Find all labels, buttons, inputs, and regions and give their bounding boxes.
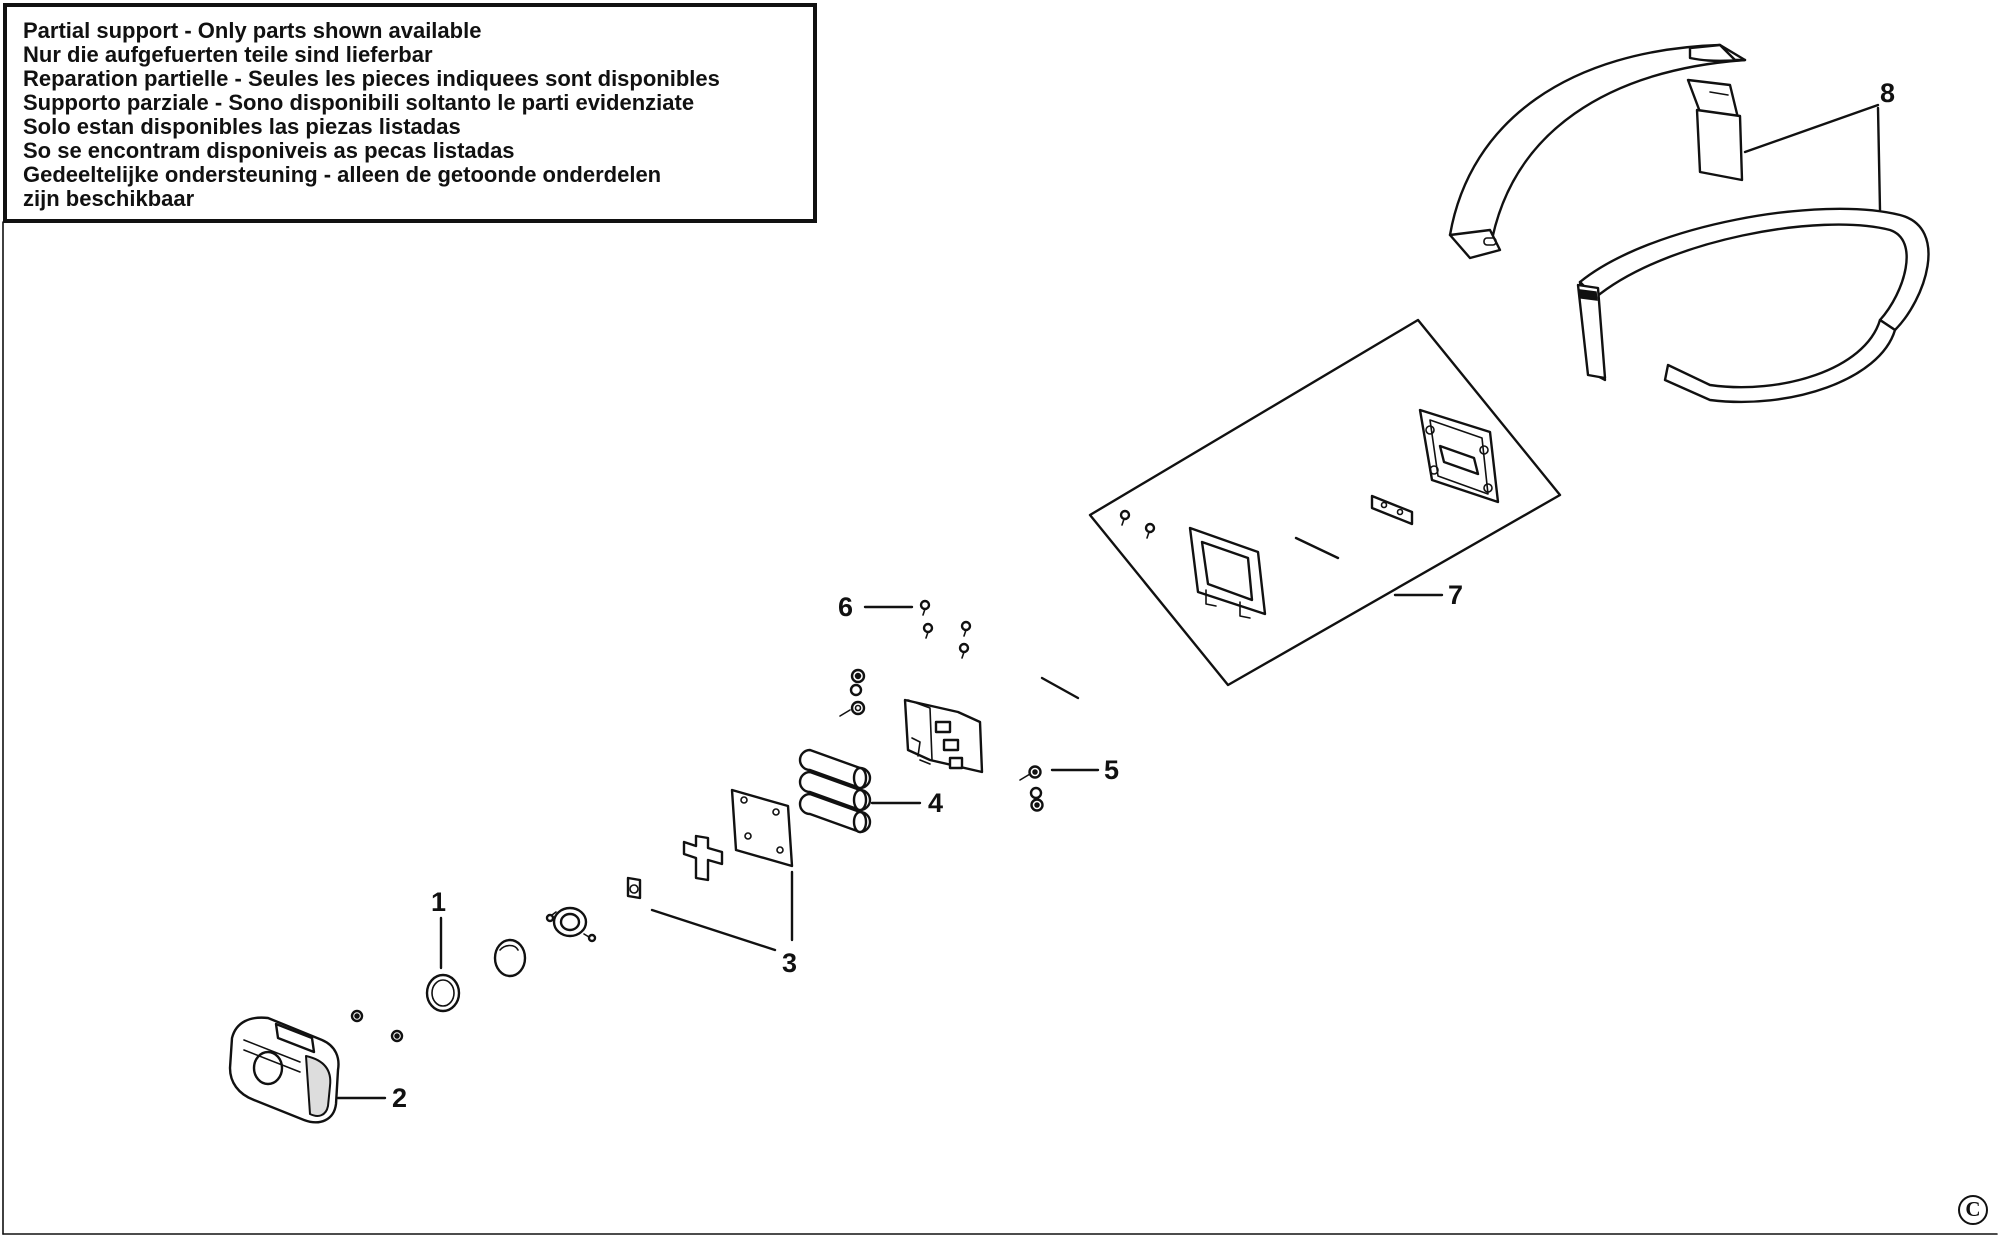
partial-support-notice: Partial support - Only parts shown avail… [3,3,817,223]
upper-buckle-detail [1709,91,1729,96]
callout-1: 1 [431,887,446,917]
screw-6a [919,599,931,616]
callout-8: 8 [1880,78,1895,108]
kit-7-outline-box [1088,318,1562,687]
battery-2 [798,770,872,812]
kit-screw-2 [1144,522,1156,539]
lens-holder [545,906,597,943]
notice-line-en: Partial support - Only parts shown avail… [23,18,482,43]
front-housing-lens-opening [252,1050,284,1086]
notice-line-pt: So se encontram disponiveis as pecas lis… [23,138,515,163]
housing-contact-3 [948,756,964,770]
notice-line-es: Solo estan disponibles las piezas listad… [23,114,461,139]
clip-hole-2 [1396,508,1404,516]
notice-line-de: Nur die aufgefuerten teile sind lieferba… [23,42,433,67]
back-plate-hole-3 [1429,465,1439,475]
battery-1 [798,748,872,790]
kit-screw-1 [1119,509,1131,526]
part-4-batteries [798,748,922,834]
back-plate-hole-4 [1483,483,1493,493]
leader-3-lower [650,908,777,952]
leader-8-upper [1743,103,1880,154]
housing-contact-1 [934,720,952,734]
lower-strap-back [1578,207,1930,332]
copyright-mark: C [1958,1195,1988,1225]
callout-3: 3 [782,948,797,978]
back-plate-inner [1429,419,1489,495]
frame-bracket-window [1200,540,1254,602]
frame-bracket-tab-left [1205,589,1217,607]
back-plate-slot [1438,444,1480,476]
screw-6d [958,642,970,659]
part-5-washers [1019,765,1100,812]
back-plate-hole-1 [1425,425,1435,435]
clip-piece [1370,494,1414,526]
upper-strap-end [1448,228,1502,260]
housing-fasteners [839,668,866,717]
battery-3 [798,792,872,834]
lower-strap-front [1663,318,1897,404]
part-1-o-ring [425,916,461,1013]
lower-buckle [1576,283,1607,380]
lower-buckle-clip [1579,289,1598,301]
lens [493,938,527,978]
clip-hole-1 [1380,501,1388,509]
upper-buckle-tab [1695,108,1744,182]
part-3-electronics [626,788,794,952]
frame-bracket-tab-right [1239,601,1251,619]
nut-b [849,683,863,697]
callout-4: 4 [928,788,943,818]
housing-pin [1040,676,1080,700]
screw-6c [960,620,972,637]
notice-line-nl-cont: zijn beschikbaar [23,186,195,211]
front-housing-side-grip [305,1055,332,1117]
washer-a [850,700,866,716]
battery-housing-edge [907,699,933,761]
leader-8-lower [1876,106,1882,212]
notice-line-it: Supporto parziale - Sono disponibili sol… [23,90,695,115]
part-2-front-housing [228,1016,387,1124]
kit-pin [1294,536,1340,560]
housing-contact-2 [942,738,960,752]
upper-strap-top [1688,43,1747,63]
battery-housing [903,698,984,774]
callout-2: 2 [392,1083,407,1113]
front-screws [350,1009,404,1043]
part-6-screws [863,599,972,659]
reflector-square [626,876,642,900]
callout-5: 5 [1104,755,1119,785]
upper-strap-slot [1483,237,1497,246]
back-plate-hole-2 [1479,445,1489,455]
screw-6b [922,622,934,639]
notice-line-nl: Gedeeltelijke ondersteuning - alleen de … [23,162,662,187]
front-housing-top-button [274,1022,316,1054]
battery-housing-body [903,698,984,774]
callout-7: 7 [1448,580,1463,610]
callout-6: 6 [838,592,853,622]
part-8-head-strap [1448,43,1930,404]
washer-5b [1029,786,1043,800]
part-7-rear-housing-kit [1088,318,1562,687]
notice-line-fr: Reparation partielle - Seules les pieces… [23,66,720,91]
cross-contact-plate [682,834,724,882]
